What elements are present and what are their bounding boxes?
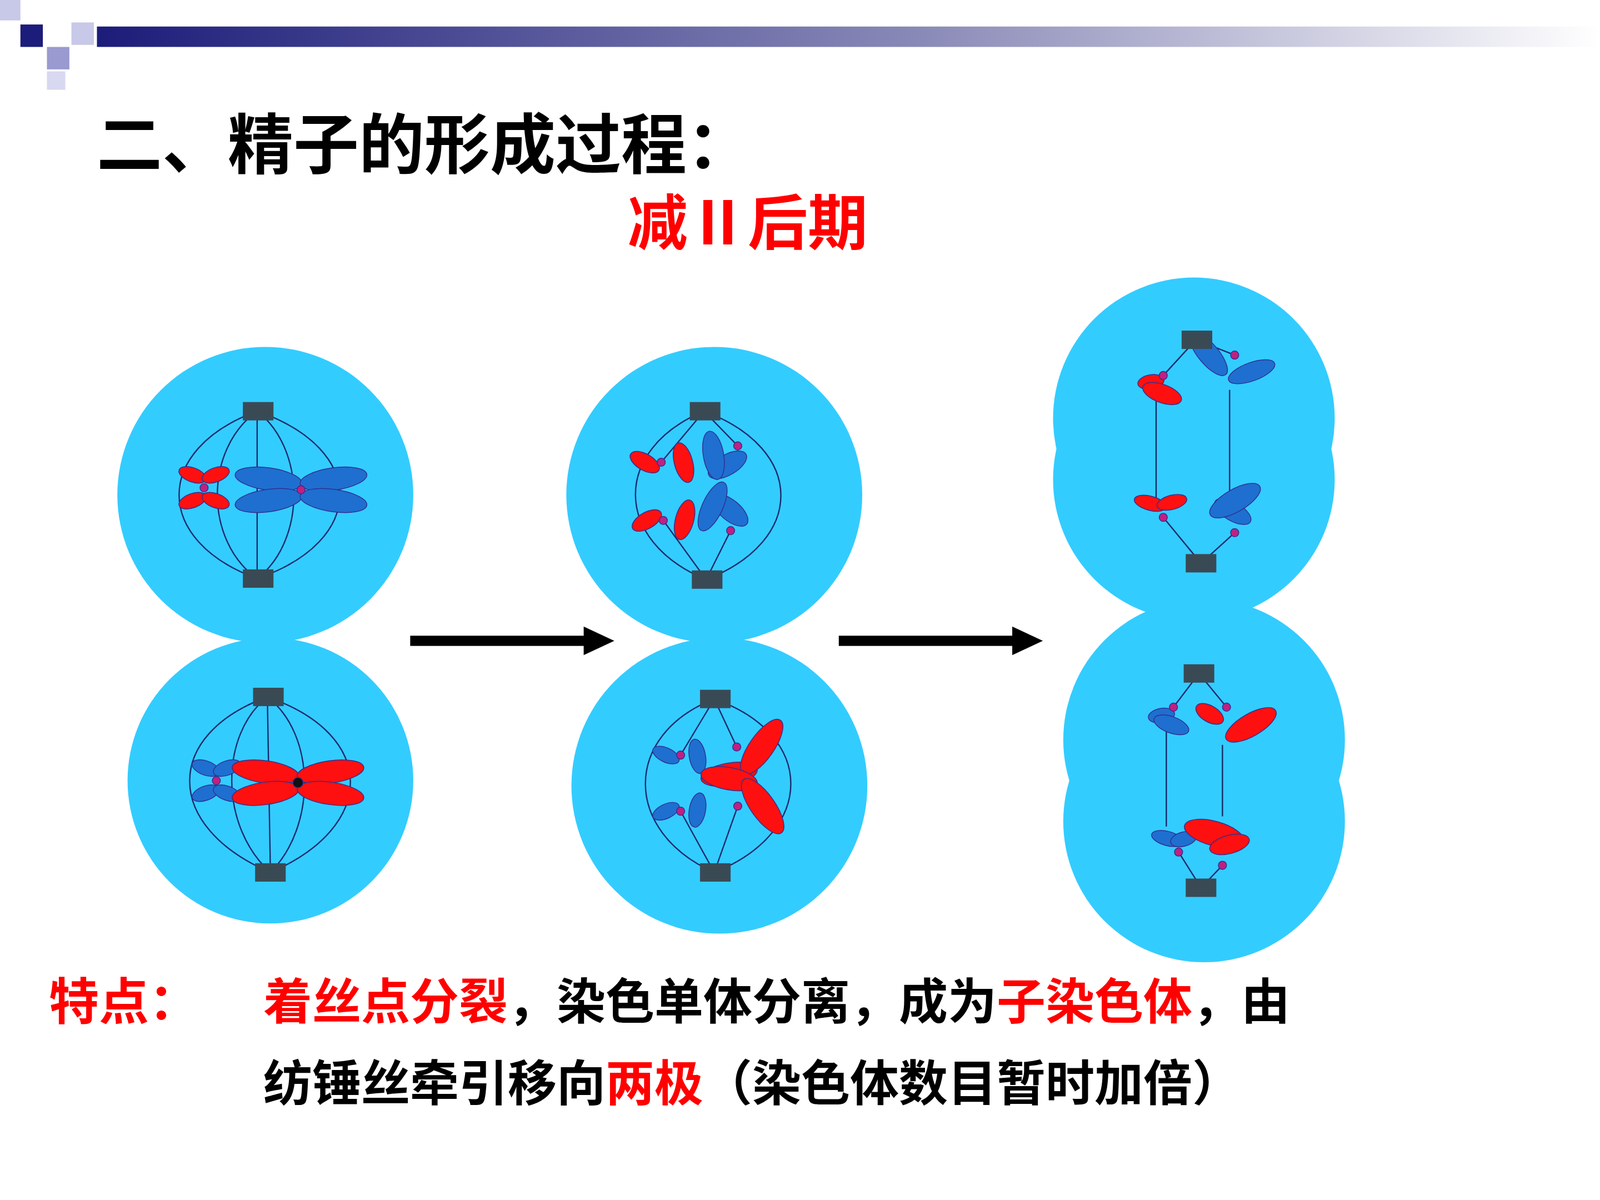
dividing-cell — [1063, 598, 1345, 963]
feature-text: 两极 — [605, 1043, 704, 1115]
cell — [117, 346, 414, 643]
stage-label: 减Ⅱ后期 — [627, 183, 868, 253]
feature-heading: 特点： — [48, 969, 199, 1028]
dividing-cell — [1053, 277, 1335, 621]
feature-text-line: 纺锤丝牵引移向两极（染色体数目暂时加倍） — [263, 1051, 1242, 1108]
process-arrow — [410, 626, 614, 655]
feature-text: 子染色体 — [996, 962, 1193, 1033]
feature-text-line: 着丝点分裂，染色单体分离，成为子染色体，由 — [263, 969, 1290, 1026]
feature-text: ，染色单体分离，成为 — [507, 962, 997, 1033]
feature-text: （染色体数目暂时加倍） — [703, 1043, 1242, 1115]
feature-text: 着丝点分裂 — [263, 962, 508, 1033]
cell — [127, 637, 414, 924]
cell — [571, 637, 868, 934]
process-arrow — [838, 626, 1043, 655]
slide-title: 二、精子的形成过程： — [96, 102, 753, 178]
feature-text: ，由 — [1192, 962, 1290, 1033]
header-bar — [0, 0, 1600, 90]
cell — [566, 346, 863, 643]
feature-text: 纺锤丝牵引移向 — [263, 1043, 606, 1115]
